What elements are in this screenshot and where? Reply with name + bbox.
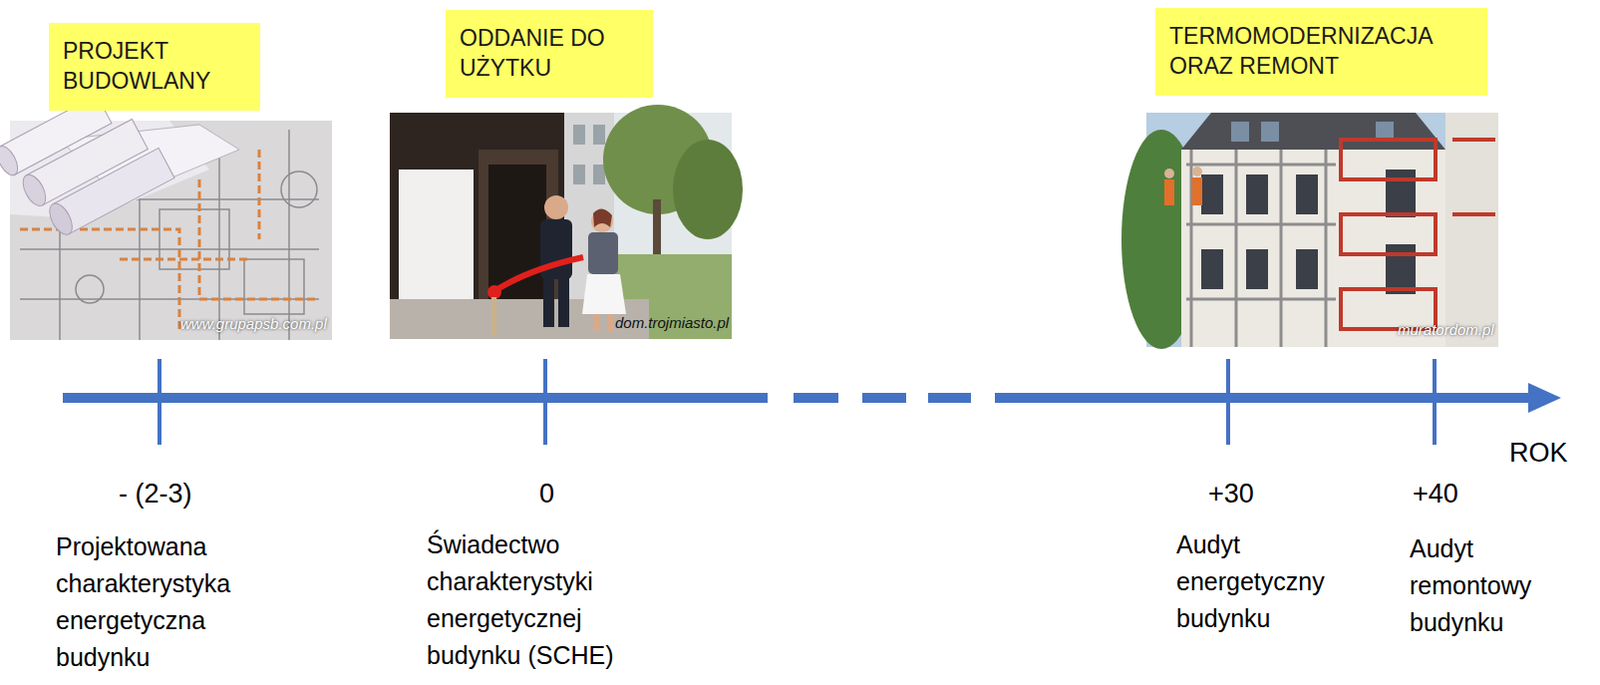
- illustration-part: [62, 392, 768, 403]
- illustration-part: [1201, 249, 1224, 290]
- illustration-part: [573, 124, 606, 185]
- illustration-part: [544, 195, 569, 220]
- illustration-part: [1231, 121, 1250, 142]
- illustration-part: [1181, 112, 1446, 150]
- watermark: dom.trojmiasto.pl: [615, 314, 729, 332]
- illustration-part: [588, 232, 619, 275]
- milestone-note: Projektowana charakterystyka energetyczn…: [55, 528, 271, 676]
- illustration-part: [1164, 177, 1203, 206]
- illustration-part: [582, 274, 627, 315]
- illustration-part: [1246, 174, 1269, 215]
- illustration-part: [1164, 179, 1175, 206]
- stage-title: PROJEKT BUDOWLANY: [62, 36, 247, 97]
- illustration-part: [491, 297, 497, 335]
- illustration-part: [672, 139, 743, 240]
- illustration-part: [994, 392, 1536, 403]
- illustration-part: [1295, 249, 1318, 290]
- illustration-part: [1385, 169, 1416, 218]
- milestone-note: Audyt energetyczny budynku: [1176, 526, 1361, 638]
- illustration-part: [494, 257, 584, 292]
- renovation-photo: [1121, 112, 1499, 349]
- woman-figure: [582, 208, 627, 332]
- illustration-part: [793, 392, 839, 403]
- illustration-part: [1186, 149, 1336, 347]
- illustration-part: [1246, 249, 1269, 290]
- axis-value: +30: [1208, 477, 1255, 510]
- illustration-part: [593, 314, 600, 332]
- illustration-part: [44, 199, 77, 238]
- illustration-part: [593, 124, 606, 145]
- illustration-part: [1164, 168, 1175, 179]
- illustration-part: [593, 164, 606, 185]
- illustration-part: [9, 120, 332, 340]
- illustration-part: [593, 208, 613, 228]
- milestone-note: Świadectwo charakterystyki energetycznej…: [426, 526, 651, 674]
- illustration-part: [281, 171, 318, 208]
- opening-photo: [389, 104, 743, 339]
- watermark: muratordom.pl: [1397, 320, 1495, 339]
- illustration-part: [1340, 139, 1496, 329]
- axis-unit: ROK: [1509, 436, 1569, 469]
- blueprint-photo: [0, 80, 332, 340]
- illustration-part: [487, 285, 502, 300]
- stage-label-box: PROJEKT BUDOWLANY: [48, 22, 261, 111]
- illustration-part: [0, 142, 22, 179]
- illustration-part: [543, 277, 555, 327]
- illustration-part: [573, 164, 586, 185]
- axis-tick: [159, 358, 1435, 445]
- illustration-part: [1146, 112, 1499, 347]
- axis-value: +40: [1412, 477, 1459, 510]
- illustration-part: [18, 171, 51, 210]
- illustration-part: [1432, 358, 1437, 445]
- axis-value: 0: [539, 477, 555, 510]
- axis-value: - (2-3): [118, 477, 193, 510]
- illustration-part: [157, 358, 162, 445]
- stage-label-box: TERMOMODERNIZACJA ORAZ REMONT: [1155, 7, 1488, 96]
- illustration-part: [1340, 214, 1436, 255]
- illustration-part: [543, 358, 548, 445]
- illustration-part: [1201, 169, 1416, 295]
- illustration-part: [1445, 112, 1499, 347]
- illustration-part: [1201, 174, 1224, 215]
- illustration-part: [1452, 139, 1496, 215]
- illustration-part: [1295, 174, 1318, 215]
- watermark: www.grupapsb.com.pl: [180, 315, 327, 333]
- illustration-part: [614, 254, 732, 339]
- illustration-part: [1261, 121, 1280, 142]
- illustration-part: [1528, 382, 1562, 413]
- illustration-part: [862, 392, 907, 403]
- illustration-part: [928, 392, 971, 403]
- milestone-note: Audyt remontowy budynku: [1409, 530, 1585, 641]
- time-axis: [62, 382, 1562, 413]
- illustration-part: [1192, 166, 1203, 177]
- illustration-part: [1385, 244, 1416, 295]
- illustration-part: [75, 275, 104, 304]
- stage-label-box: ODDANIE DO UŻYTKU: [445, 9, 653, 98]
- illustration-part: [244, 259, 305, 315]
- illustration-part: [1192, 177, 1203, 206]
- illustration-part: [558, 277, 570, 327]
- illustration-part: [1164, 166, 1203, 179]
- illustration-part: [1340, 139, 1436, 180]
- illustration-part: [1226, 358, 1231, 445]
- illustration-part: [608, 314, 615, 332]
- stage-title: TERMOMODERNIZACJA ORAZ REMONT: [1169, 21, 1474, 82]
- illustration-part: [573, 124, 586, 145]
- illustration-part: [1186, 149, 1336, 347]
- stage-title: ODDANIE DO UŻYTKU: [459, 23, 640, 84]
